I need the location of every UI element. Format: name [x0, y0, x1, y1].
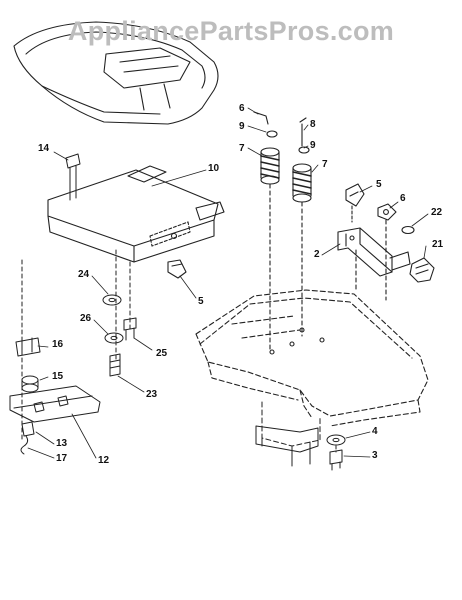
- callout-10: 10: [208, 163, 220, 174]
- seat-hardware: [167, 111, 312, 353]
- callout-21: 21: [432, 239, 444, 250]
- callout-23: 23: [146, 389, 158, 400]
- seat-pan: [47, 165, 225, 263]
- callout-6-right: 6: [400, 193, 406, 204]
- callout-26: 26: [80, 313, 92, 324]
- callout-5-upper: 5: [376, 179, 382, 190]
- callout-24: 24: [78, 269, 90, 280]
- callout-5-lower: 5: [198, 296, 204, 307]
- callout-14: 14: [38, 143, 50, 154]
- callout-8: 8: [310, 119, 316, 130]
- callout-7-right: 7: [322, 159, 328, 170]
- callout-22: 22: [431, 207, 443, 218]
- watermark-text: AppliancePartsPros.com: [67, 16, 395, 46]
- callout-4: 4: [372, 426, 378, 437]
- seat-cushion: [13, 21, 219, 125]
- frame-strut: [255, 401, 346, 471]
- callout-13: 13: [56, 438, 68, 449]
- callout-25: 25: [156, 348, 168, 359]
- callout-9-left: 9: [239, 121, 245, 132]
- callout-15: 15: [52, 371, 64, 382]
- callout-6-upper: 6: [239, 103, 245, 114]
- callout-16: 16: [52, 339, 64, 350]
- spring-right: [292, 163, 312, 203]
- fender-details: [269, 327, 325, 355]
- callout-3: 3: [372, 450, 378, 461]
- fender-deck: [195, 289, 429, 427]
- callout-7-left: 7: [239, 143, 245, 154]
- callout-9-right: 9: [310, 140, 316, 151]
- callout-17: 17: [56, 453, 68, 464]
- spring-left: [260, 147, 280, 185]
- left-fastener-stack: [9, 153, 137, 455]
- callout-2: 2: [314, 249, 320, 260]
- leader-lines: [27, 107, 429, 459]
- callout-12: 12: [98, 455, 110, 466]
- seat-bracket: [337, 183, 435, 301]
